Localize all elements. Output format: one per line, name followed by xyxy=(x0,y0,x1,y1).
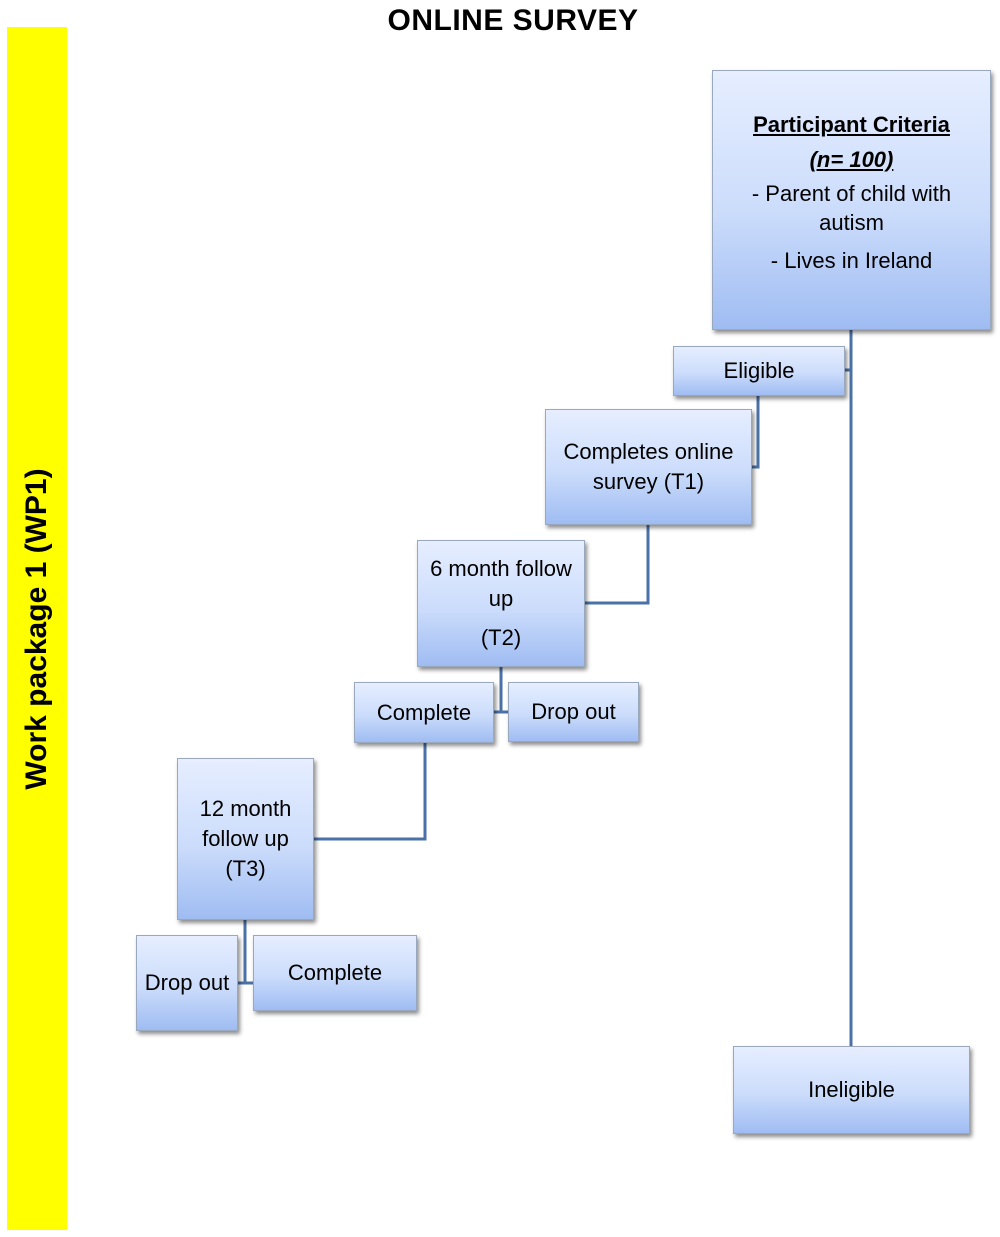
ineligible-label: Ineligible xyxy=(808,1077,895,1103)
twelve-month-followup-line2: follow up xyxy=(202,826,289,852)
complete-t2-box: Complete xyxy=(354,682,494,743)
criteria-heading: Participant Criteria xyxy=(753,112,950,137)
eligible-box: Eligible xyxy=(673,346,845,396)
six-month-followup-box: 6 month follow up (T2) xyxy=(417,540,585,667)
dropout-t2-box: Drop out xyxy=(508,682,639,742)
work-package-bar: Work package 1 (WP1) xyxy=(7,27,67,1230)
participant-criteria-box: Participant Criteria (n= 100) - Parent o… xyxy=(712,70,991,330)
complete-t2-label: Complete xyxy=(376,699,472,725)
criteria-item-parent: - Parent of child with autism xyxy=(751,181,952,235)
completes-online-survey-box: Completes online survey (T1) xyxy=(545,409,752,525)
complete-t3-box: Complete xyxy=(253,935,417,1011)
ineligible-box: Ineligible xyxy=(733,1046,970,1134)
complete-t3-label: Complete xyxy=(287,960,383,986)
connector-eligible-to-t1 xyxy=(752,396,760,469)
twelve-month-followup-line1: 12 month xyxy=(199,796,292,822)
six-month-followup-label: 6 month follow up xyxy=(430,555,572,611)
connector-complete-to-t3 xyxy=(314,743,427,841)
six-month-followup-code: (T2) xyxy=(480,625,522,651)
criteria-item-ireland: - Lives in Ireland xyxy=(770,248,933,274)
dropout-t3-box: Drop out xyxy=(136,935,238,1031)
connector-t1-to-t2 xyxy=(585,525,650,605)
dropout-t3-label: Drop out xyxy=(144,970,230,996)
twelve-month-followup-code: (T3) xyxy=(225,855,266,881)
eligible-label: Eligible xyxy=(723,358,795,384)
twelve-month-followup-box: 12 month follow up (T3) xyxy=(177,758,314,920)
criteria-sample-size: (n= 100) xyxy=(809,146,894,172)
dropout-t2-label: Drop out xyxy=(531,699,616,725)
completes-online-survey-label: Completes online survey (T1) xyxy=(563,439,734,494)
page-title: ONLINE SURVEY xyxy=(387,4,639,37)
